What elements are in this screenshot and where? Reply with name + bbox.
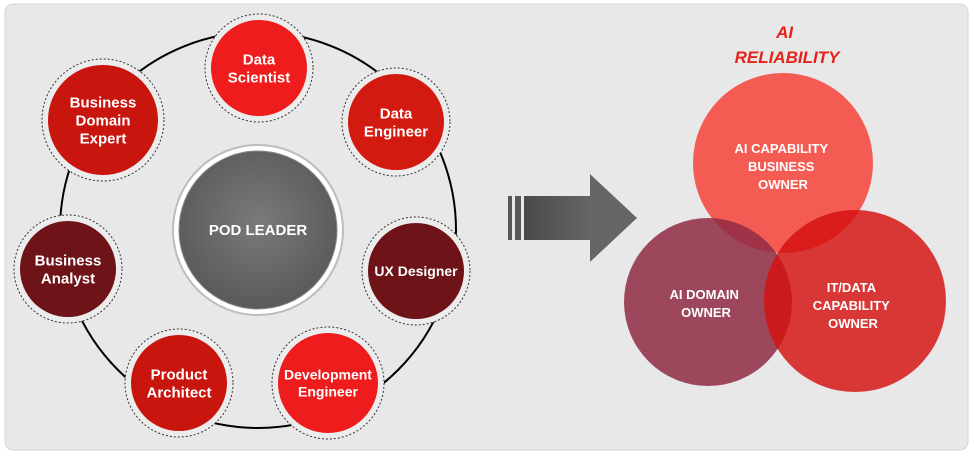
role-node-ux-designer: UX Designer [361,216,471,326]
pod-leader-label: POD LEADER [209,222,308,239]
role-label-ux-designer: UX Designer [374,263,458,279]
venn-label-ai-domain-owner: AI DOMAIN OWNER [670,287,743,320]
transition-arrow [508,174,637,262]
venn-circle-it-data-capability-owner [764,210,946,392]
venn-circle-ai-capability-business-owner [693,73,873,253]
pod-leader-node: POD LEADER [172,144,344,316]
reliability-title: AI RELIABILITY [735,23,841,67]
reliability-venn: AI CAPABILITY BUSINESS OWNER AI DOMAIN O… [624,73,946,392]
venn-label-ai-capability-business-owner: AI CAPABILITY BUSINESS OWNER [734,141,831,192]
venn-label-it-data-capability-owner: IT/DATA CAPABILITY OWNER [813,280,893,331]
venn-circle-ai-domain-owner [624,218,792,386]
